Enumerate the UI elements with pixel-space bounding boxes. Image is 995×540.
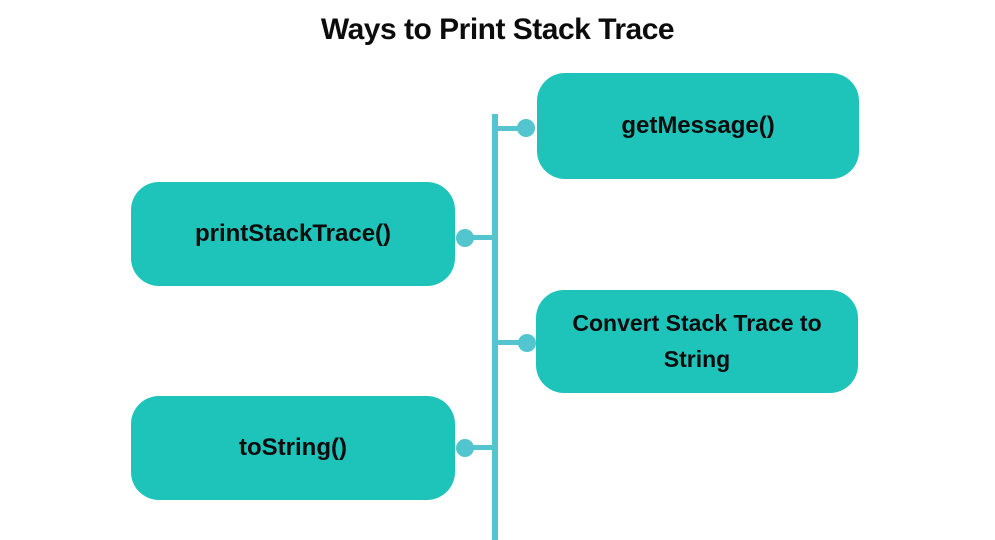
page-title: Ways to Print Stack Trace <box>320 13 675 46</box>
node-convert-stack-trace-label: Convert Stack Trace to String <box>572 309 822 372</box>
connector-dot-tostring <box>456 439 474 457</box>
node-convert-stack-trace: Convert Stack Trace to String <box>536 290 858 393</box>
connector-line-tostring <box>462 445 498 450</box>
connector-line-printstacktrace <box>462 235 498 240</box>
node-printstacktrace-label: printStackTrace() <box>194 220 392 248</box>
node-tostring: toString() <box>131 396 455 500</box>
connector-line-getmessage <box>494 126 522 131</box>
node-tostring-label: toString() <box>239 434 347 462</box>
node-getmessage-label: getMessage() <box>621 112 775 140</box>
connector-dot-getmessage <box>517 119 535 137</box>
connector-line-convert-stack-trace <box>494 340 522 345</box>
node-getmessage: getMessage() <box>537 73 859 179</box>
connector-dot-printstacktrace <box>456 229 474 247</box>
node-printstacktrace: printStackTrace() <box>131 182 455 286</box>
trunk-line <box>492 114 498 540</box>
connector-dot-convert-stack-trace <box>518 334 536 352</box>
